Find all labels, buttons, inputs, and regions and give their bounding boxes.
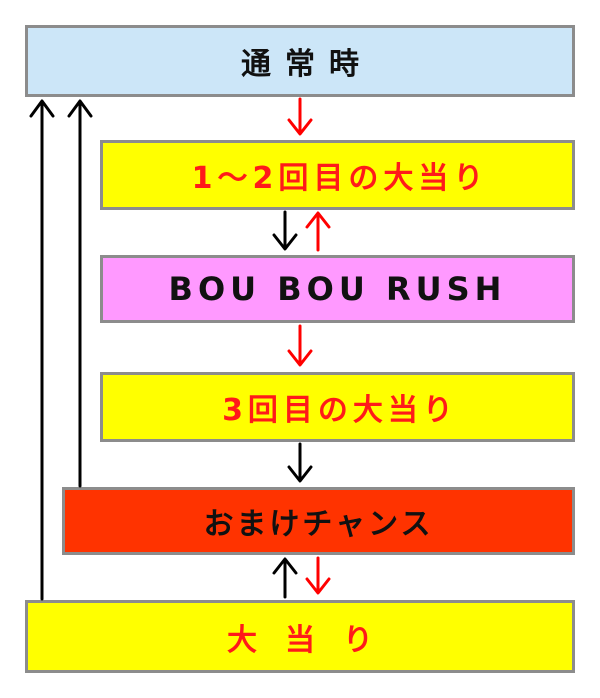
arrow-hit12-to-rush [272, 210, 298, 251]
bonus-chance-box: おまけチャンス [62, 487, 575, 555]
rush-label: BOU BOU RUSH [168, 270, 507, 308]
arrow-bonus-to-jackpot [305, 556, 331, 595]
arrow-jackpot-to-bonus [272, 557, 298, 599]
arrow-jackpot-to-normal [29, 99, 55, 601]
arrow-normal-to-hit12 [287, 97, 313, 136]
arrow-rush-to-hit12 [305, 211, 331, 252]
arrow-rush-to-hit3 [287, 324, 313, 367]
first-second-hit-box: 1～2回目の大当り [100, 140, 575, 210]
first-second-hit-label: 1～2回目の大当り [191, 161, 489, 196]
third-hit-label: 3回目の大当り [222, 393, 458, 428]
jackpot-label: 大当り [227, 622, 401, 658]
jackpot-box: 大当り [25, 600, 575, 673]
normal-state-label: 通常時 [241, 47, 373, 82]
normal-state-box: 通常時 [25, 25, 575, 97]
arrow-bonus-to-normal [67, 99, 93, 488]
rush-box: BOU BOU RUSH [100, 255, 575, 323]
arrow-hit3-to-bonus [287, 442, 313, 483]
bonus-chance-label: おまけチャンス [203, 507, 434, 542]
third-hit-box: 3回目の大当り [100, 372, 575, 442]
